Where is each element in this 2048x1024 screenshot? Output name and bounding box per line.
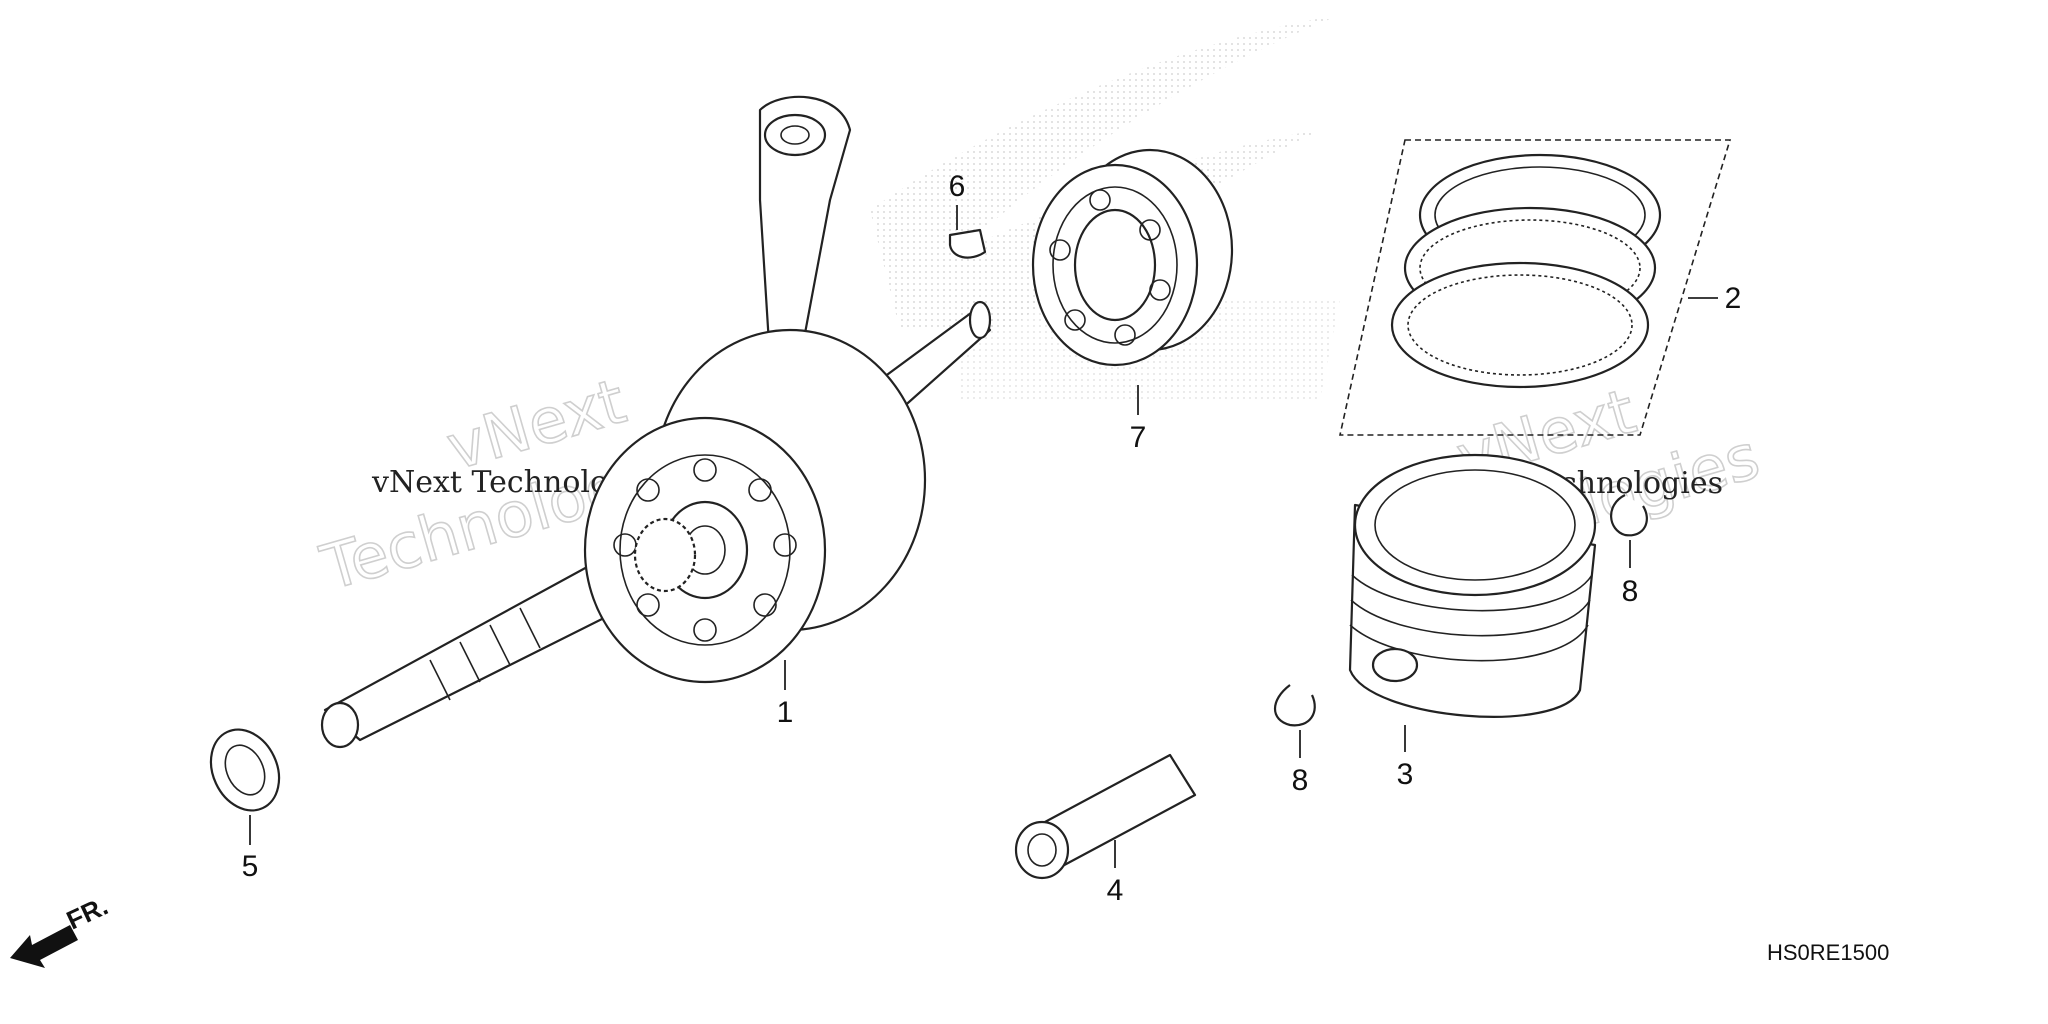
- callout-5: 5: [242, 850, 259, 883]
- front-arrow-icon: [10, 925, 78, 968]
- leader-lines: [249, 205, 1718, 868]
- washer: [209, 728, 281, 812]
- callout-8-right: 8: [1622, 575, 1639, 608]
- radial-ball-bearing: [1031, 148, 1234, 367]
- callout-2: 2: [1725, 282, 1742, 315]
- piston-pin-clip-left: [1274, 684, 1316, 727]
- callout-3: 3: [1397, 758, 1414, 791]
- callout-4: 4: [1107, 874, 1124, 907]
- piston-ring-set: [1339, 139, 1732, 436]
- callout-6: 6: [949, 170, 966, 203]
- callout-8-left: 8: [1292, 764, 1309, 797]
- piston-pin-clip-right: [1610, 494, 1648, 537]
- callout-7: 7: [1130, 421, 1147, 454]
- front-arrow: FR.: [10, 891, 113, 968]
- piston-pin: [1014, 753, 1197, 880]
- crankshaft-assembly: [320, 95, 992, 749]
- diagram-code: HS0RE1500: [1767, 940, 1889, 965]
- callout-1: 1: [777, 696, 794, 729]
- crank-bearing-balls: [613, 458, 797, 642]
- piston: [1348, 453, 1597, 718]
- woodruff-key: [948, 228, 987, 259]
